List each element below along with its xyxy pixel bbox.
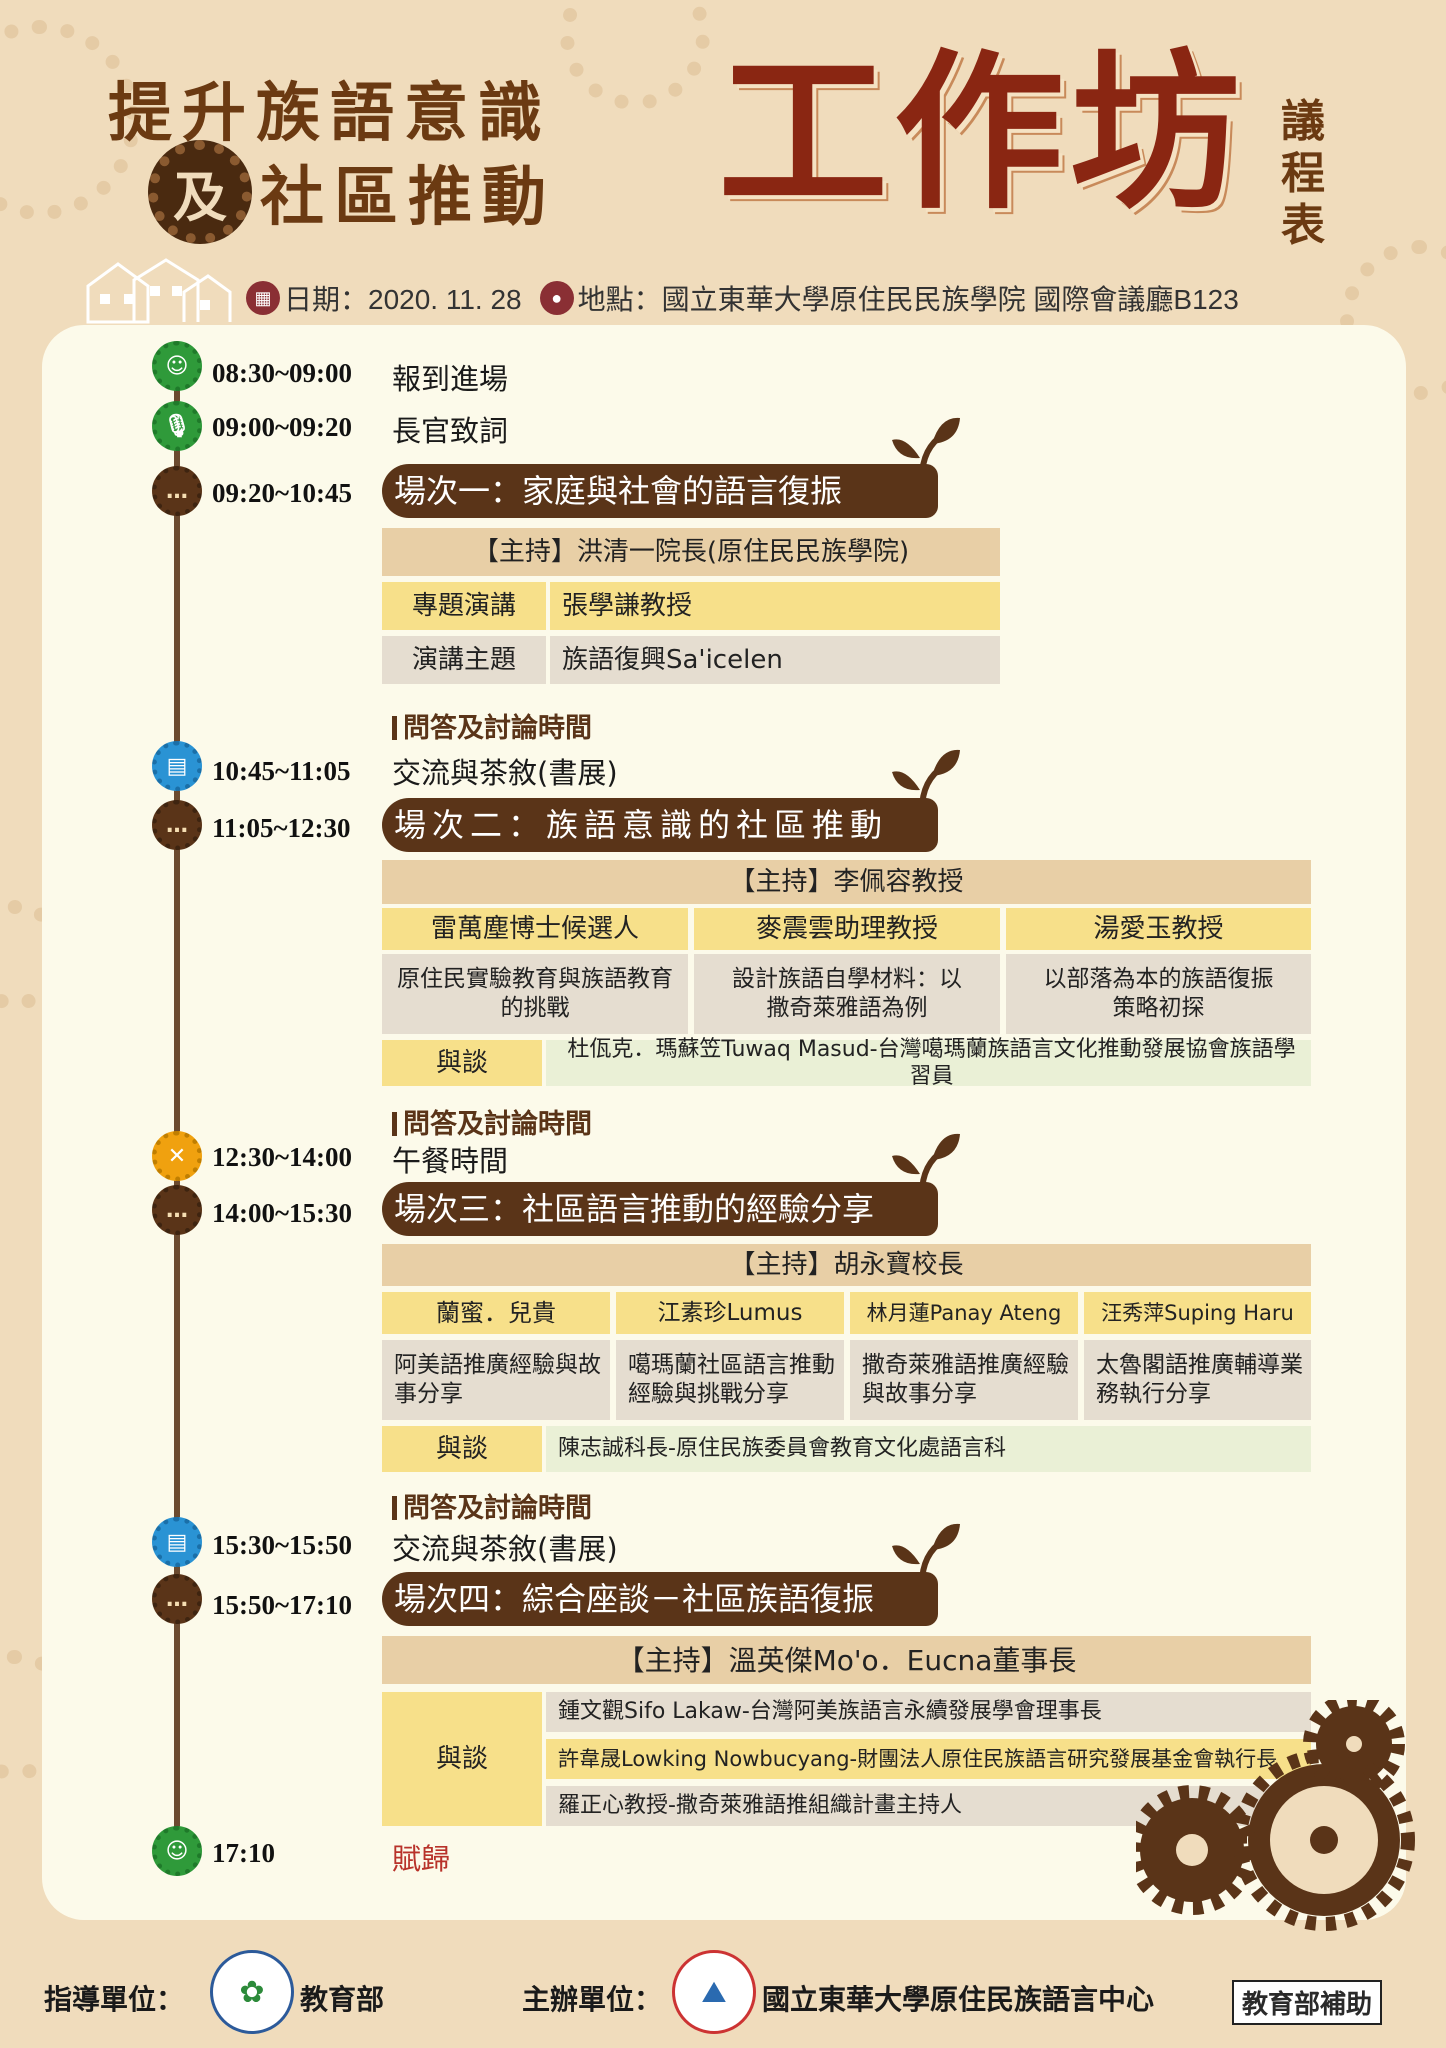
book-icon: ▤: [152, 741, 202, 791]
person-icon: ☺: [152, 1826, 202, 1876]
time-slot: 11:05~12:30: [212, 813, 351, 843]
panelist: 陳志誠科長-原住民族委員會教育文化處語言科: [546, 1426, 1311, 1472]
event-label: 交流與茶敘(書展): [392, 1532, 618, 1566]
sprout-icon: [892, 1523, 960, 1584]
event-label: 午餐時間: [392, 1144, 509, 1178]
title-line2: 社區推動: [260, 160, 556, 235]
event-label: 長官致詞: [392, 414, 509, 448]
topic-value: 族語復興Sa'icelen: [550, 636, 1000, 684]
panelist: 許韋晟Lowking Nowbucyang-財團法人原住民族語言研究發展基金會執…: [546, 1739, 1311, 1779]
speaker-cell: 雷萬塵博士候選人: [382, 908, 688, 950]
microphone-icon: 🎙: [152, 401, 202, 451]
topic-cell: 撒奇萊雅語推廣經驗與故事分享: [850, 1340, 1078, 1420]
panel-label: 與談: [382, 1040, 542, 1086]
gears-decoration-icon: [1136, 1700, 1415, 1931]
time-slot: 12:30~14:00: [212, 1142, 353, 1172]
ministry-seal-icon: ✿: [210, 1950, 294, 2034]
timeline-line: [174, 372, 180, 1852]
event-label: 賦歸: [392, 1842, 451, 1876]
book-icon: ▤: [152, 1517, 202, 1567]
host-bar: 【主持】洪清一院長(原住民民族學院): [382, 528, 1000, 576]
person-icon: ☺: [152, 341, 202, 391]
topic-cell: 太魯閣語推廣輔導業務執行分享: [1084, 1340, 1311, 1420]
topic-cell: 阿美語推廣經驗與故事分享: [382, 1340, 610, 1420]
location-pin-icon: ●: [539, 281, 574, 315]
panelist: 鍾文觀Sifo Lakaw-台灣阿美族語言永續發展學會理事長: [546, 1692, 1311, 1732]
event-date: 日期：2020. 11. 28: [284, 284, 522, 315]
chat-icon: …: [152, 1574, 202, 1624]
speaker-cell: 汪秀萍Suping Haru: [1084, 1292, 1311, 1334]
houses-icon: [86, 258, 232, 324]
speaker-cell: 林月蓮Panay Ateng: [850, 1292, 1078, 1334]
keynote-label: 專題演講: [382, 582, 546, 630]
keynote-speaker: 張學謙教授: [550, 582, 1000, 630]
host-org: 國立東華大學原住民族語言中心: [762, 1983, 1155, 2016]
speaker-cell: 麥震雲助理教授: [694, 908, 1000, 950]
topic-cell: 以部落為本的族語復振策略初探: [1006, 954, 1311, 1034]
panel-label: 與談: [382, 1692, 542, 1826]
time-slot: 08:30~09:00: [212, 358, 353, 388]
qa-label: 問答及討論時間: [392, 1486, 592, 1525]
session-title: 場次一：家庭與社會的語言復振: [382, 464, 938, 518]
topic-cell: 原住民實驗教育與族語教育的挑戰: [382, 954, 688, 1034]
sprout-icon: [892, 417, 960, 478]
speaker-cell: 江素珍Lumus: [616, 1292, 844, 1334]
title-line2-row: 及 社區推動: [148, 140, 556, 244]
topic-cell: 噶瑪蘭社區語言推動經驗與挑戰分享: [616, 1340, 844, 1420]
calendar-icon: ▦: [246, 281, 280, 315]
session-title: 場次三：社區語言推動的經驗分享: [382, 1182, 938, 1236]
language-center-logo-icon: ⛰: [672, 1950, 756, 2034]
fork-knife-icon: ✕: [152, 1131, 202, 1181]
qa-label: 問答及討論時間: [392, 706, 592, 745]
time-slot: 09:00~09:20: [212, 412, 353, 442]
title-line1: 提升族語意識: [108, 76, 552, 151]
session-title: 場次二：族語意識的社區推動: [382, 798, 938, 852]
host-label: 主辦單位：: [522, 1983, 663, 2016]
time-slot: 15:50~17:10: [212, 1590, 353, 1620]
chat-icon: …: [152, 466, 202, 516]
gear-ji-badge: 及: [148, 140, 252, 244]
time-slot: 10:45~11:05: [212, 756, 351, 786]
chat-icon: …: [152, 800, 202, 850]
guide-org: 教育部: [300, 1983, 385, 2016]
time-slot: 09:20~10:45: [212, 478, 353, 508]
agenda-label: 議程表: [1281, 96, 1325, 251]
topic-cell: 設計族語自學材料：以撒奇萊雅語為例: [694, 954, 1000, 1034]
bg-gear: [560, 0, 710, 110]
panelist: 杜佤克．瑪蘇笠Tuwaq Masud-台灣噶瑪蘭族語言文化推動發展協會族語學習員: [546, 1037, 1311, 1089]
qa-label: 問答及討論時間: [392, 1102, 592, 1141]
panel-label: 與談: [382, 1426, 542, 1472]
guide-label: 指導單位：: [44, 1983, 185, 2016]
sprout-icon: [892, 749, 960, 810]
sprout-icon: [892, 1133, 960, 1194]
event-location: 地點：國立東華大學原住民民族學院 國際會議廳B123: [577, 284, 1239, 315]
meta-row: ▦ 日期：2020. 11. 28 ● 地點：國立東華大學原住民民族學院 國際會…: [246, 278, 1239, 318]
host-bar: 【主持】溫英傑Mo'o．Eucna董事長: [382, 1636, 1311, 1684]
topic-label: 演講主題: [382, 636, 546, 684]
host-bar: 【主持】胡永寶校長: [382, 1244, 1311, 1286]
speaker-cell: 蘭蜜．兒貴: [382, 1292, 610, 1334]
big-title: 工作坊: [718, 33, 1247, 233]
time-slot: 17:10: [212, 1838, 275, 1868]
time-slot: 14:00~15:30: [212, 1198, 353, 1228]
host-bar: 【主持】李佩容教授: [382, 860, 1311, 904]
subsidy-label: 教育部補助: [1232, 1980, 1383, 2025]
event-label: 報到進場: [392, 362, 509, 396]
chat-icon: …: [152, 1185, 202, 1235]
session-title: 場次四：綜合座談－社區族語復振: [382, 1572, 938, 1626]
time-slot: 15:30~15:50: [212, 1530, 353, 1560]
event-label: 交流與茶敘(書展): [392, 756, 618, 790]
speaker-cell: 湯愛玉教授: [1006, 908, 1311, 950]
